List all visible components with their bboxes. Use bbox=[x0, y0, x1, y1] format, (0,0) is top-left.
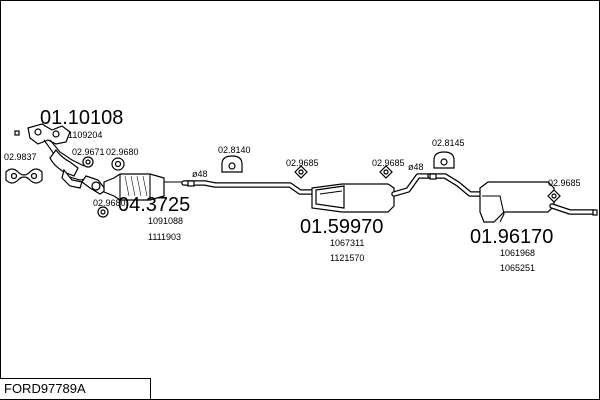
gasket-part-number: 02.9837 bbox=[4, 152, 37, 162]
hanger-c-icon bbox=[379, 165, 393, 179]
cat-ref-number-1: 1091088 bbox=[148, 216, 183, 226]
mid-muffler-part-number: 01.59970 bbox=[300, 216, 383, 238]
clamp-a-icon bbox=[82, 156, 94, 168]
hanger-a-part-number: 02.8140 bbox=[218, 145, 251, 155]
small-bolt-icon bbox=[14, 130, 20, 136]
hanger-e-icon bbox=[547, 189, 561, 203]
front-pipe-part bbox=[61, 168, 107, 195]
hanger-b-icon bbox=[294, 165, 308, 179]
diagram-title-box: FORD97789A bbox=[0, 378, 151, 399]
mid-ref-number-1: 1067311 bbox=[330, 238, 364, 248]
cat-ref-number-2: 1111903 bbox=[148, 232, 181, 242]
diagram-title: FORD97789A bbox=[4, 381, 86, 396]
rear-pipe-part bbox=[391, 173, 485, 197]
rubber-hanger-d-icon bbox=[433, 151, 455, 169]
cat-part-number: 04.3725 bbox=[118, 194, 190, 216]
clamp-b-icon bbox=[111, 157, 125, 171]
intermediate-pipe-part bbox=[181, 180, 315, 195]
mid-ref-number-2: 1121570 bbox=[330, 253, 364, 263]
manifold-part-number: 01.10108 bbox=[40, 107, 123, 129]
exhaust-manifold-part bbox=[27, 123, 85, 177]
clamp-b-part-number: 02.9680 bbox=[106, 147, 139, 157]
hanger-b-part-number: 02.9685 bbox=[286, 158, 319, 168]
rubber-hanger-a-icon bbox=[221, 155, 243, 173]
manifold-gasket-part bbox=[5, 168, 43, 184]
rear-muffler-part-number: 01.96170 bbox=[470, 226, 553, 248]
middle-muffler-part bbox=[311, 183, 395, 213]
rear-ref-number-2: 1065251 bbox=[500, 263, 535, 273]
rear-muffler-part bbox=[479, 181, 598, 223]
clamp-c-part-number: 02.9680 bbox=[93, 198, 126, 208]
manifold-ref-number: 1109204 bbox=[68, 130, 102, 140]
pipe-diameter-1: ø48 bbox=[192, 169, 208, 179]
pipe-diameter-2: ø48 bbox=[408, 162, 424, 172]
hanger-c-part-number: 02.9685 bbox=[372, 158, 405, 168]
hanger-d-part-number: 02.8145 bbox=[432, 138, 465, 148]
clamp-a-part-number: 02.9671 bbox=[72, 147, 105, 157]
clamp-c-icon bbox=[97, 206, 109, 218]
rear-ref-number-1: 1061968 bbox=[500, 248, 535, 258]
catalytic-converter-part bbox=[103, 173, 184, 201]
hanger-e-part-number: 02.9685 bbox=[548, 178, 581, 188]
